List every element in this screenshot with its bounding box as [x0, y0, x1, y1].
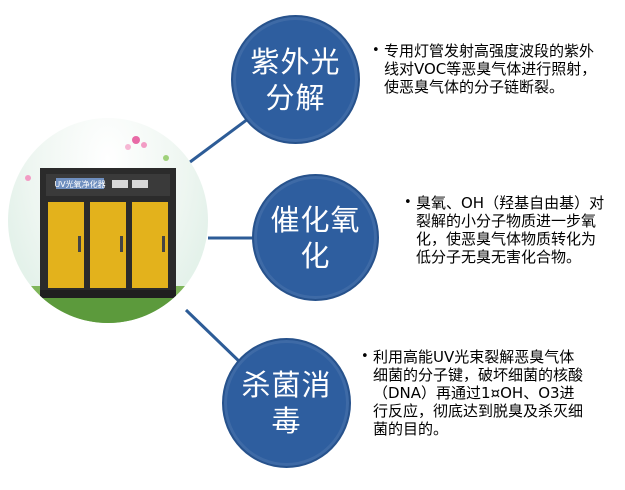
- step-title: 紫外光 分解: [250, 44, 341, 115]
- step-description-oxidation: • 臭氧、OH（羟基自由基）对裂解的小分子物质进一步氧化，使恶臭气体物质转化为低…: [404, 194, 605, 266]
- bullet-icon: •: [404, 195, 412, 210]
- bullet-icon: •: [361, 349, 369, 364]
- step-title: 催化氧 化: [270, 202, 361, 273]
- bullet-icon: •: [372, 43, 380, 58]
- step-node-uv-decomposition: 紫外光 分解: [231, 15, 360, 144]
- step-description-uv: • 专用灯管发射高强度波段的紫外线对VOC等恶臭气体进行照射，使恶臭气体的分子链…: [372, 42, 597, 96]
- step-description-sterilization: • 利用高能UV光束裂解恶臭气体细菌的分子键，破坏细菌的核酸（DNA）再通过1¤…: [361, 348, 584, 438]
- step-node-sterilization: 杀菌消 毒: [222, 338, 351, 468]
- product-photo: UV光氧净化器: [8, 118, 208, 323]
- connector-line-1: [185, 111, 257, 167]
- cabinet-label: UV光氧净化器: [54, 179, 105, 189]
- step-node-catalytic-oxidation: 催化氧 化: [252, 174, 379, 301]
- step-title: 杀菌消 毒: [241, 368, 332, 438]
